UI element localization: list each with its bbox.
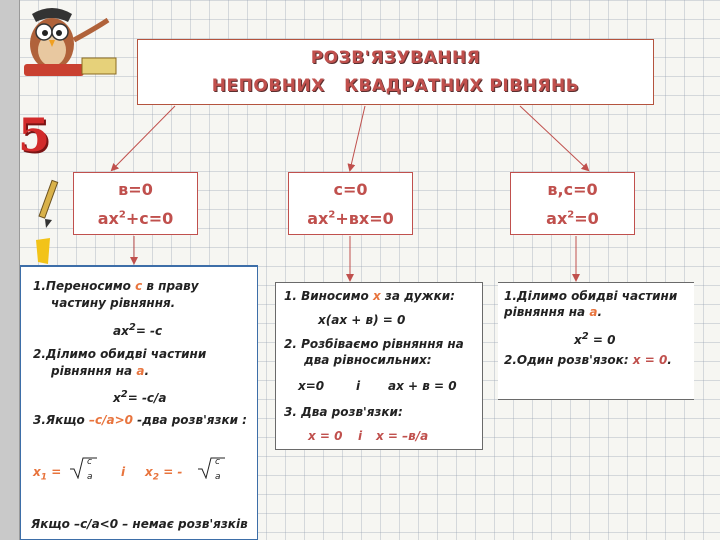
solution-panel-b-zero: 1.Переносимо с в праву частину рівняння.… <box>20 265 258 540</box>
root-x2-label: х2 = - <box>145 465 182 482</box>
step-2-text-cont: рівняння на а. <box>51 364 149 378</box>
case-box-b-zero: в=0 ах2+с=0 <box>73 172 198 235</box>
root-and: і <box>358 429 362 443</box>
case-equation: ах2+вх=0 <box>307 209 393 228</box>
arrow-to-case-2 <box>350 106 365 170</box>
frac-num-x1: c <box>87 457 92 467</box>
frac-den-x2: a <box>215 472 221 482</box>
case-box-b-c-zero: в,с=0 ах2=0 <box>510 172 635 235</box>
solution-panel-c-zero: 1. Виносимо х за дужки: х(ах + в) = 0 2.… <box>275 282 483 450</box>
step-1-text: 1.Переносимо с в праву <box>33 279 199 293</box>
case-condition: в=0 <box>118 180 153 199</box>
step-1-text: 1. Виносимо х за дужки: <box>284 289 455 303</box>
frac-num-x2: c <box>215 457 220 467</box>
root-1: х = 0 <box>308 429 343 443</box>
step-2-text: 2. Розбіваємо рівняння на <box>284 337 464 351</box>
case-box-c-zero: с=0 ах2+вх=0 <box>288 172 413 235</box>
case-equation: ах2=0 <box>546 209 599 228</box>
root-x1-label: х1 = <box>33 465 61 482</box>
step-3-text: 3. Два розв'язки: <box>284 405 403 419</box>
step-1-text-cont: частину рівняння. <box>51 296 175 310</box>
step-1-equation: х(ах + в) = 0 <box>318 313 405 327</box>
step-1-equation: х2 = 0 <box>574 331 615 347</box>
step-1-text-cont: рівняння на а. <box>504 305 602 319</box>
case-condition: в,с=0 <box>547 180 597 199</box>
step-1-equation: ах2= -с <box>113 322 162 338</box>
step-2-text: 2.Ділимо обидві частини <box>33 347 206 361</box>
step-2-text: 2.Один розв'язок: х = 0. <box>504 353 672 367</box>
arrow-to-case-3 <box>520 106 588 170</box>
step-3-text: 3.Якщо –с/а>0 -два розв'язки : <box>33 413 247 427</box>
case-condition: с=0 <box>333 180 367 199</box>
step-2-equation: х2= -с/а <box>113 389 167 405</box>
no-solutions-text: Якщо –с/а<0 – немає розв'язків <box>31 517 248 531</box>
arrow-to-case-1 <box>112 106 175 170</box>
solution-panel-b-c-zero: 1.Ділимо обидві частини рівняння на а. х… <box>498 282 694 400</box>
split-and: і <box>356 379 360 393</box>
case-equation: ах2+с=0 <box>98 209 174 228</box>
sqrt-symbol-x1 <box>69 457 97 479</box>
root-2: х = –в/а <box>376 429 428 443</box>
sqrt-symbol-x2 <box>197 457 225 479</box>
step-2-text-cont: два рівносильних: <box>304 353 432 367</box>
frac-den-x1: a <box>87 472 93 482</box>
split-eq-1: х=0 <box>298 379 324 393</box>
step-1-text: 1.Ділимо обидві частини <box>504 289 677 303</box>
split-eq-2: ах + в = 0 <box>388 379 457 393</box>
and-label: і <box>121 465 125 479</box>
